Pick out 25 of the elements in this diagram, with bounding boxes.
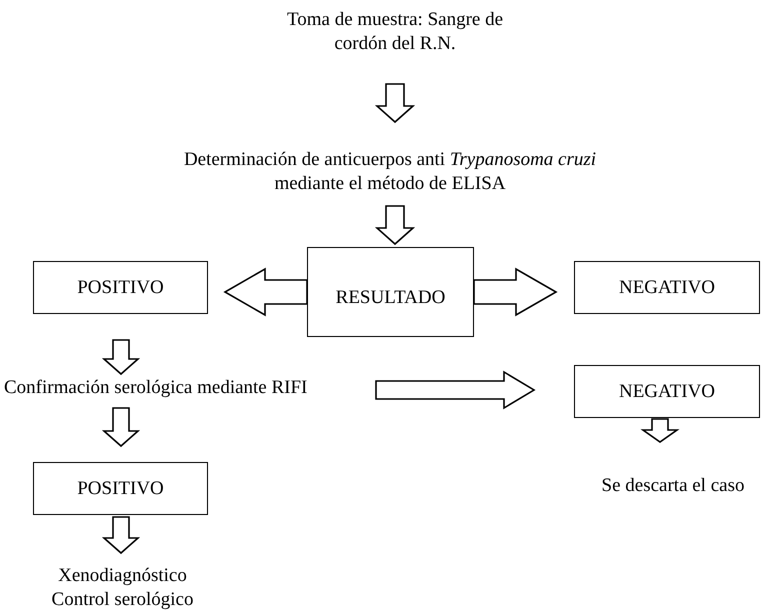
process-box [33,462,208,515]
node-label: Se descarta el caso [602,474,744,498]
node-label: Confirmación serológica mediante RIFI [4,376,308,400]
process-box [574,365,760,418]
process-box [574,261,760,314]
block-arrow [640,418,680,443]
process-box [33,261,208,314]
node-label: POSITIVO [77,276,164,300]
block-arrow [102,516,140,554]
node-label: NEGATIVO [618,380,716,404]
block-arrow [223,268,308,316]
block-arrow [473,268,558,316]
block-arrow [375,370,536,410]
block-arrow [374,205,416,246]
block-arrow [102,407,140,448]
node-label: POSITIVO [77,476,164,500]
node-label: Toma de muestra: Sangre de cordón del R.N. [286,8,504,56]
block-arrow [374,83,416,124]
node-label: RESULTADO [336,286,446,310]
node-label: NEGATIVO [618,276,716,300]
node-label: Determinación de anticuerpos anti Trypanosoma cruzi mediante el método de ELISA [182,148,598,196]
block-arrow [102,339,140,376]
node-label: Control serológico [52,588,194,612]
process-box [307,247,474,337]
node-label: Xenodiagnóstico [58,564,187,588]
